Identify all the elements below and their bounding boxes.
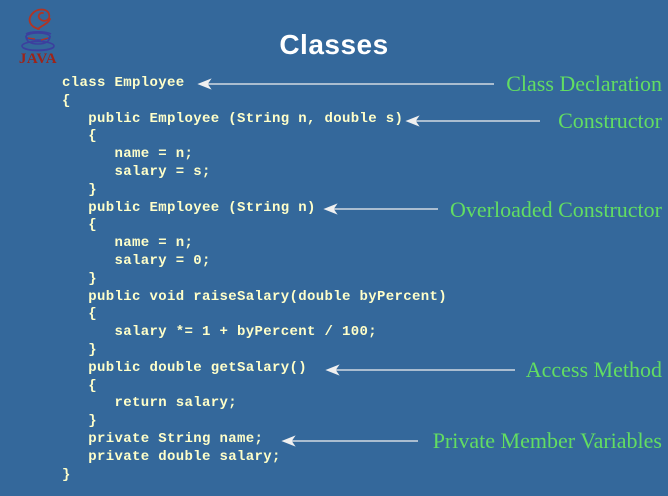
code-block: class Employee { public Employee (String…	[62, 75, 448, 483]
annotation-label-access-method: Access Method	[525, 357, 662, 382]
page-title: Classes	[279, 29, 389, 60]
annotation-label-constructor: Constructor	[558, 108, 662, 133]
java-logo-caption: JAVA	[19, 51, 57, 67]
java-logo-icon: JAVA	[19, 8, 57, 67]
annotation-label-private-members: Private Member Variables	[432, 428, 662, 453]
annotation-label-class-declaration: Class Declaration	[506, 71, 662, 96]
annotation-label-overloaded-constructor: Overloaded Constructor	[450, 197, 662, 222]
